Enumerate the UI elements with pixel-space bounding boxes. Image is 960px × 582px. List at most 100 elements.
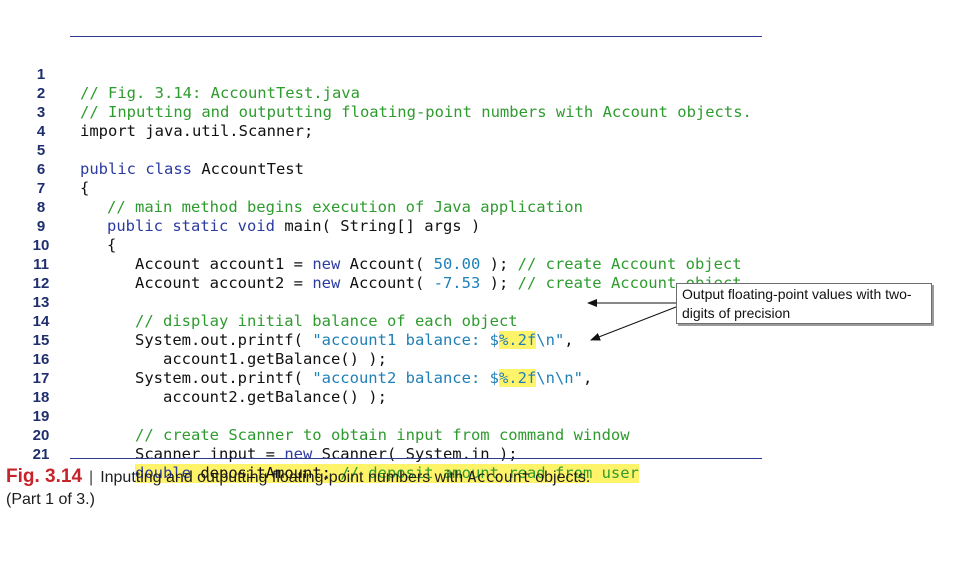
line-number: 11 xyxy=(33,256,49,273)
code-text: import java.util.Scanner; xyxy=(80,122,314,140)
code-token: ); xyxy=(480,274,518,292)
caption-text: Inputting and outputting floating-point … xyxy=(100,469,468,486)
code-token: Account account2 = xyxy=(135,274,313,292)
line-number: 14 xyxy=(32,313,50,330)
code-token: , xyxy=(564,331,574,349)
code-text: public class AccountTest xyxy=(80,160,304,179)
code-comment: // create Account object xyxy=(517,255,742,273)
code-text: // main method begins execution of Java … xyxy=(107,198,583,216)
code-string: \n" xyxy=(536,331,565,349)
code-keyword: public static void xyxy=(107,217,275,235)
code-text: Scanner input = new Scanner( System.in )… xyxy=(135,445,518,464)
code-line: 7 // main method begins execution of Jav… xyxy=(0,160,760,216)
callout-text: Output floating-point values with two-di… xyxy=(682,286,912,321)
code-keyword: new xyxy=(284,445,313,463)
code-listing: 1 // Fig. 3.14: AccountTest.java 2 // In… xyxy=(0,46,760,483)
code-text: // display initial balance of each objec… xyxy=(135,312,518,330)
line-number: 3 xyxy=(36,104,46,121)
code-keyword: public class xyxy=(80,160,192,178)
code-line: 6 { xyxy=(0,141,760,197)
format-specifier-highlight: %.2f xyxy=(498,369,537,387)
line-number: 5 xyxy=(36,142,46,159)
code-text: Account account1 = new Account( 50.00 );… xyxy=(135,255,742,274)
code-keyword: double xyxy=(135,464,191,482)
code-text: account1.getBalance() ); xyxy=(163,350,387,368)
code-line: 5 public class AccountTest xyxy=(0,122,760,178)
code-number: -7.53 xyxy=(433,274,481,292)
line-number: 16 xyxy=(32,351,50,368)
code-line: 20 Scanner input = new Scanner( System.i… xyxy=(0,407,760,463)
line-number: 1 xyxy=(36,66,46,83)
code-token: ); xyxy=(480,255,518,273)
line-number: 15 xyxy=(32,332,50,349)
code-text: { xyxy=(107,236,117,254)
code-line: 14 System.out.printf( "account1 balance:… xyxy=(0,293,760,349)
code-text: Account account2 = new Account( -7.53 );… xyxy=(135,274,742,293)
code-token: Scanner( System.in ); xyxy=(312,445,518,463)
code-line: 12 xyxy=(0,255,760,292)
code-text: // create Scanner to obtain input from c… xyxy=(135,426,630,444)
code-text: System.out.printf( "account2 balance: $%… xyxy=(135,369,592,388)
code-token: main( String[] args ) xyxy=(274,217,481,235)
code-token: Account( xyxy=(340,255,434,273)
code-line: 3 import java.util.Scanner; xyxy=(0,84,760,140)
code-line: 13 // display initial balance of each ob… xyxy=(0,274,760,330)
code-text: // Inputting and outputting floating-poi… xyxy=(80,103,752,121)
line-number: 9 xyxy=(36,218,46,235)
caption-text: objects. xyxy=(530,469,591,486)
highlighted-code-text: double depositAmount; // deposit amount … xyxy=(135,464,639,483)
code-line: 21 double depositAmount; // deposit amou… xyxy=(0,426,760,483)
caption-part: (Part 1 of 3.) xyxy=(6,491,95,508)
bottom-rule xyxy=(70,458,762,459)
figure-caption: Fig. 3.14 | Inputting and outputting float… xyxy=(6,466,906,511)
code-token: System.out.printf( xyxy=(135,331,313,349)
code-line: 10 Account account1 = new Account( 50.00… xyxy=(0,217,760,273)
line-number: 13 xyxy=(32,294,50,311)
code-comment: // deposit amount read from user xyxy=(340,464,639,482)
callout-box: Output floating-point values with two-di… xyxy=(676,283,932,324)
code-line: 17 account2.getBalance() ); xyxy=(0,350,760,406)
line-number: 4 xyxy=(36,123,46,140)
code-string: \n\n" xyxy=(536,369,583,387)
line-number: 17 xyxy=(32,370,50,387)
code-line: 15 account1.getBalance() ); xyxy=(0,312,760,368)
top-rule xyxy=(70,36,762,37)
caption-separator: | xyxy=(89,469,94,486)
line-number: 19 xyxy=(32,408,50,425)
code-keyword: new xyxy=(312,274,341,292)
code-token: Account account1 = xyxy=(135,255,313,273)
code-token: Account( xyxy=(340,274,434,292)
line-number: 6 xyxy=(36,161,46,178)
code-number: 50.00 xyxy=(433,255,481,273)
code-line: 18 xyxy=(0,369,760,406)
code-text: // Fig. 3.14: AccountTest.java xyxy=(80,84,360,102)
code-line: 9 { xyxy=(0,198,760,254)
code-line: 19 // create Scanner to obtain input fro… xyxy=(0,388,760,444)
code-string: "account1 balance: $ xyxy=(312,331,499,349)
code-line: 8 public static void main( String[] args… xyxy=(0,179,760,235)
code-text: public static void main( String[] args ) xyxy=(107,217,480,236)
caption-code: Account xyxy=(467,468,531,486)
code-line: 4 xyxy=(0,103,760,140)
line-number: 2 xyxy=(36,85,46,102)
code-line: 16 System.out.printf( "account2 balance:… xyxy=(0,331,760,387)
code-line: 2 // Inputting and outputting floating-p… xyxy=(0,65,760,121)
code-string: "account2 balance: $ xyxy=(312,369,499,387)
code-token: System.out.printf( xyxy=(135,369,313,387)
line-number: 7 xyxy=(36,180,46,197)
figure-label: Fig. 3.14 xyxy=(6,466,83,487)
code-token: Scanner input = xyxy=(135,445,285,463)
line-number: 20 xyxy=(32,427,50,444)
code-token: , xyxy=(582,369,593,387)
code-line: 1 // Fig. 3.14: AccountTest.java xyxy=(0,46,760,102)
code-text: System.out.printf( "account1 balance: $%… xyxy=(135,331,574,350)
line-number: 21 xyxy=(32,446,50,463)
code-text: { xyxy=(80,179,90,197)
format-specifier-highlight: %.2f xyxy=(498,331,537,349)
line-number: 18 xyxy=(32,389,50,406)
line-number: 12 xyxy=(32,275,50,292)
code-token: AccountTest xyxy=(191,160,304,178)
line-number: 10 xyxy=(32,237,50,254)
code-line: 11 Account account2 = new Account( -7.53… xyxy=(0,236,760,292)
code-keyword: new xyxy=(312,255,341,273)
